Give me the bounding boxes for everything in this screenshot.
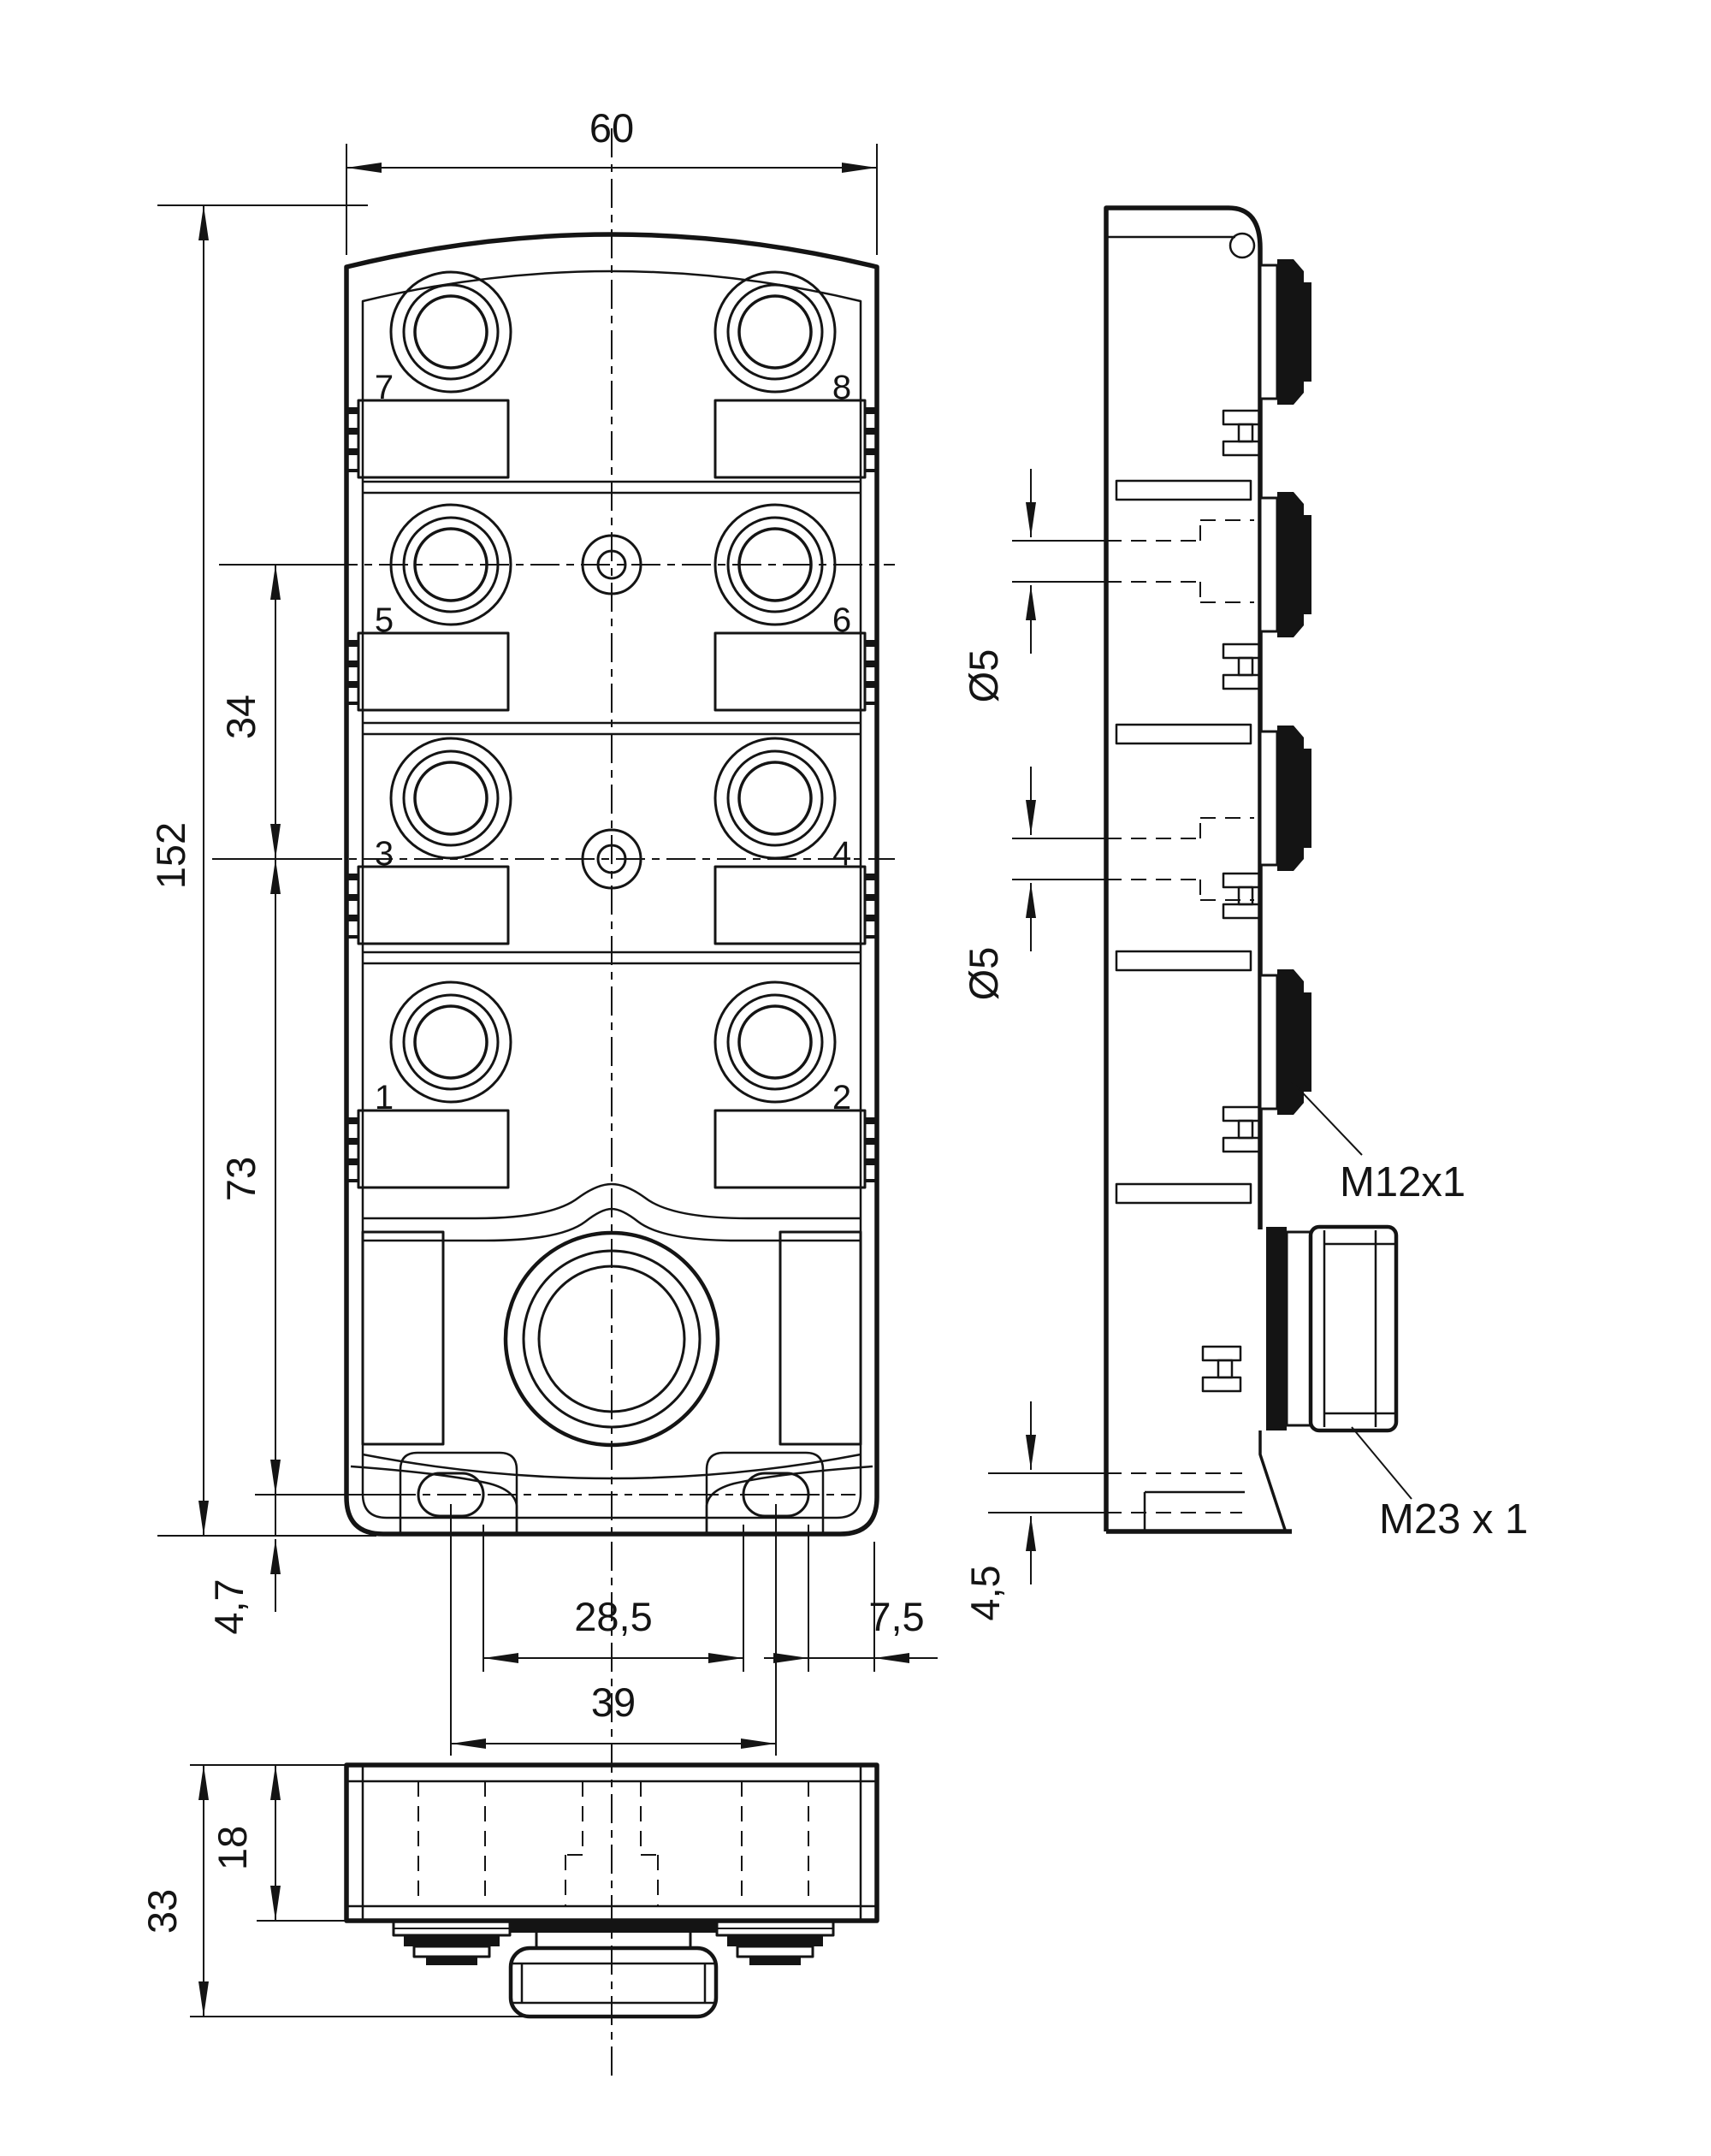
bottom-hidden-lines <box>417 1781 809 1906</box>
port-8 <box>713 270 837 394</box>
clip-2 <box>1222 643 1263 690</box>
dim-lower-spacing: 73 <box>218 1157 263 1201</box>
side-foot-edge <box>1258 1430 1287 1531</box>
m12-ports: 7 8 5 6 3 4 1 2 <box>375 270 851 1116</box>
port-number-3: 3 <box>375 835 394 873</box>
slot-pocket-left <box>399 1451 518 1533</box>
front-view: 7 8 5 6 3 4 1 2 <box>148 105 938 2079</box>
side-m12-row78 <box>1258 259 1311 405</box>
port-number-4: 4 <box>832 835 851 873</box>
cover-bump-curve-inner <box>363 1207 861 1242</box>
dim-depth-inner: 18 <box>210 1826 255 1870</box>
front-body-outline <box>344 232 879 1537</box>
dim-hole-upper: Ø5 <box>961 649 1006 703</box>
side-clips <box>1201 409 1263 1393</box>
side-dimensions: Ø5 Ø5 M12x1 M23 x 1 4,5 <box>961 469 1528 1621</box>
side-m23-connector <box>1266 1224 1399 1433</box>
bottom-m12-bump-left <box>392 1919 512 1965</box>
clip-3 <box>1222 872 1263 920</box>
bottom-dimensions: 18 33 <box>139 1764 599 2017</box>
center-screw-lower <box>581 828 642 890</box>
side-m12-connectors <box>1258 259 1311 1115</box>
cover-bump-curve-outer <box>363 1182 861 1220</box>
side-view: Ø5 Ø5 M12x1 M23 x 1 4,5 <box>961 205 1528 1621</box>
dim-slot-span: 39 <box>591 1679 636 1725</box>
dim-step: 4,5 <box>962 1565 1008 1620</box>
bottom-m12-bump-right <box>715 1919 835 1965</box>
center-screw-upper <box>581 534 642 595</box>
port-1 <box>389 980 512 1104</box>
side-hidden-lines <box>1106 519 1254 1513</box>
dim-hole-lower: Ø5 <box>961 947 1006 1001</box>
front-bottom-section <box>350 1182 873 1533</box>
label-windows <box>346 399 877 1189</box>
slot-pocket-right <box>705 1451 825 1533</box>
clip-4 <box>1222 1105 1263 1153</box>
bottom-m23-connector <box>508 1921 719 2019</box>
port-number-7: 7 <box>375 369 394 406</box>
port-number-6: 6 <box>832 601 851 639</box>
dim-depth-total: 33 <box>139 1889 185 1934</box>
side-window-right <box>779 1230 862 1446</box>
front-body-inner-outline <box>361 270 862 1519</box>
side-top-corner-detail <box>1228 232 1256 259</box>
m12-leader-line <box>1289 1079 1363 1156</box>
dim-slot-edge: 7,5 <box>868 1594 924 1639</box>
foot-curve-left <box>350 1465 518 1532</box>
label-m23x1: M23 x 1 <box>1379 1496 1528 1543</box>
clip-1 <box>1222 409 1263 457</box>
side-body-outline <box>1104 205 1263 1531</box>
port-number-8: 8 <box>832 369 851 406</box>
side-label-slots <box>1115 479 1252 1205</box>
port-number-2: 2 <box>832 1079 851 1116</box>
side-m12-row56 <box>1258 492 1311 637</box>
side-m12-row34 <box>1258 726 1311 871</box>
side-window-left <box>361 1230 445 1446</box>
dim-row-spacing: 34 <box>218 695 263 739</box>
port-number-5: 5 <box>375 601 394 639</box>
side-m12-row12 <box>1258 969 1311 1115</box>
dim-slot-inner: 28,5 <box>574 1594 652 1639</box>
label-m12x1: M12x1 <box>1340 1159 1465 1205</box>
port-6 <box>713 503 837 626</box>
m23-socket-front <box>503 1230 720 1448</box>
foot-curve-right <box>705 1465 873 1532</box>
m23-leader-line <box>1351 1426 1412 1500</box>
dim-bottom-offset: 4,7 <box>206 1578 252 1634</box>
clip-5 <box>1201 1345 1242 1393</box>
port-2 <box>713 980 837 1104</box>
port-number-1: 1 <box>375 1079 394 1116</box>
port-4 <box>713 737 837 860</box>
port-3 <box>389 737 512 860</box>
port-5 <box>389 503 512 626</box>
port-7 <box>389 270 512 394</box>
dim-front-height: 152 <box>148 822 193 889</box>
front-dimensions: 60 152 34 73 4,7 28,5 39 <box>148 105 938 1756</box>
lower-smile-curve <box>362 1453 861 1480</box>
dim-front-width: 60 <box>589 105 634 151</box>
bottom-view: 18 33 <box>139 1762 879 2019</box>
